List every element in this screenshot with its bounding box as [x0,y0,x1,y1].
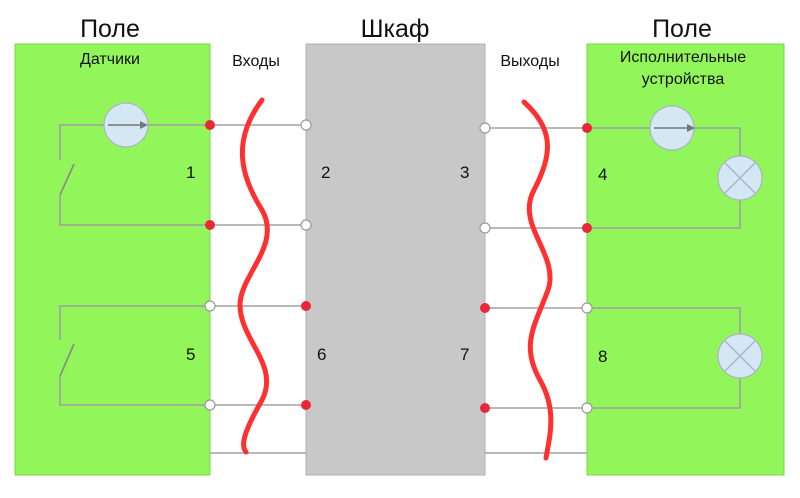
label-outputs: Выходы [500,53,559,70]
pump-icon [103,102,149,148]
cabinet-panel [305,43,486,476]
heading-field-right: Поле [652,15,712,43]
terminal-group-left [204,120,216,411]
pump-icon [649,105,695,151]
switch-contact-icon [59,343,75,377]
switch-contact-icon [59,163,75,196]
heading-field-left: Поле [80,15,140,43]
cable-break-icon [521,99,554,461]
field-panel-right [586,43,785,476]
terminal-number-6: 6 [317,345,326,364]
terminal-group-cabinet-in [300,119,312,410]
heading-cabinet: Шкаф [361,15,430,43]
cable-break-icon [237,97,270,455]
terminal-number-2: 2 [321,163,330,182]
terminal-number-3: 3 [460,163,469,182]
terminal-number-8: 8 [598,347,607,366]
actuator-circuits [587,127,741,409]
lamp-icon [717,155,763,201]
label-actuators-line2: устройства [642,71,725,88]
terminal-group-cabinet-out [479,122,491,413]
terminal-number-4: 4 [598,165,607,184]
output-wires [485,127,587,454]
label-actuators-line1: Исполнительные [620,49,746,66]
terminal-number-1: 1 [186,163,195,182]
label-inputs: Входы [232,53,280,70]
terminal-number-7: 7 [460,345,469,364]
lamp-icon [717,333,763,379]
terminal-group-right [581,123,593,414]
input-wires [210,124,306,454]
terminal-number-5: 5 [186,345,195,364]
sensor-circuits [59,124,210,406]
label-sensors: Датчики [80,51,140,68]
